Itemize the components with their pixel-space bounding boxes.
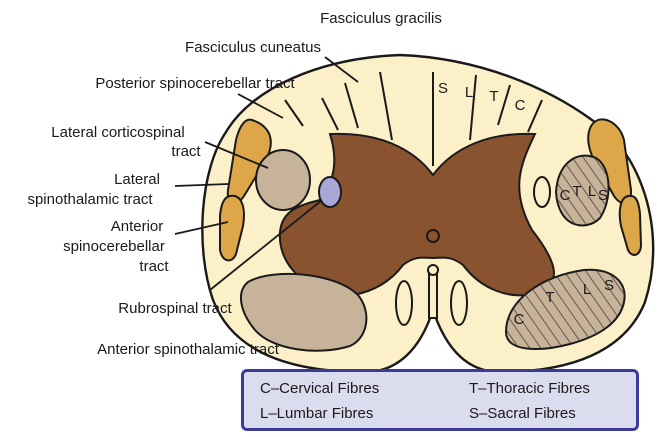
lateral-segment-l: L [588,183,596,200]
anterior-median-fissure [429,270,437,318]
legend-box: C–Cervical Fibres T–Thoracic Fibres L–Lu… [241,369,639,431]
lateral-segment-s: S [598,187,608,204]
fissure-top [428,265,438,275]
lateral-segment-c: C [560,187,571,204]
lateral-segment-t: T [572,183,581,200]
label-anterior-spinocerebellar-1: Anterior [111,218,164,235]
posterior-segment-t: T [489,88,498,105]
rubrospinal-tract-left [319,177,341,207]
legend-thoracic: T–Thoracic Fibres [469,380,590,397]
anterior-oval-left [396,281,412,325]
anterior-segment-c: C [514,311,525,328]
label-anterior-spinocerebellar-3: tract [139,258,169,275]
anterior-segment-t: T [545,289,554,306]
posterior-segment-l: L [465,84,473,101]
label-lateral-corticospinal-1: Lateral corticospinal [51,124,184,141]
posterior-segment-s: S [438,80,448,97]
label-anterior-spinocerebellar-2: spinocerebellar [63,238,165,255]
posterior-segment-c: C [515,97,526,114]
lateral-oval-right [534,177,550,207]
label-posterior-spinocerebellar: Posterior spinocerebellar tract [95,75,295,92]
label-lateral-spinothalamic-2: spinothalamic tract [27,191,153,208]
legend-cervical: C–Cervical Fibres [260,380,379,397]
legend-lumbar: L–Lumbar Fibres [260,405,373,422]
label-anterior-spinothalamic: Anterior spinothalamic tract [97,341,280,358]
label-fasciculus-gracilis: Fasciculus gracilis [320,10,442,27]
label-lateral-spinothalamic-1: Lateral [114,171,160,188]
central-canal [427,230,439,242]
label-rubrospinal: Rubrospinal tract [118,300,232,317]
anterior-segment-l: L [583,281,591,298]
label-fasciculus-cuneatus: Fasciculus cuneatus [185,39,321,56]
anterior-segment-s: S [604,277,614,294]
label-lateral-corticospinal-2: tract [171,143,201,160]
legend-sacral: S–Sacral Fibres [469,405,576,422]
lateral-corticospinal-tract-left [256,150,310,210]
anterior-oval-right [451,281,467,325]
